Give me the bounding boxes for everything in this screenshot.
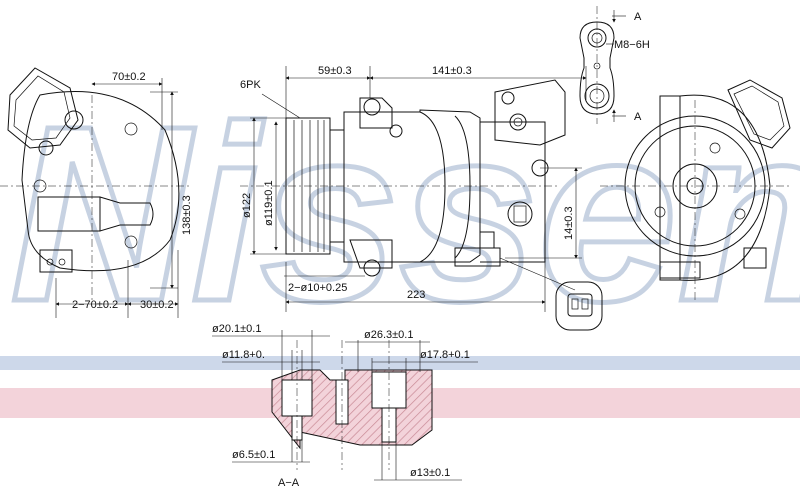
belt-label: 6PK bbox=[240, 79, 261, 91]
brand-watermark: Nissens bbox=[10, 74, 800, 353]
dim-122: ø122 bbox=[241, 193, 253, 218]
dim-6-5: ø6.5±0.1 bbox=[232, 449, 275, 461]
dim-223: 223 bbox=[407, 289, 425, 301]
section-mark-top: A bbox=[634, 11, 642, 23]
dim-2x70: 2−70±0.2 bbox=[72, 299, 118, 311]
section-mark-bottom: A bbox=[634, 111, 642, 123]
dim-70: 70±0.2 bbox=[112, 71, 146, 83]
dim-30: 30±0.2 bbox=[140, 299, 174, 311]
right-end-view bbox=[600, 79, 791, 300]
section-view: ø20.1±0.1 ø11.8+0. ø26.3±0.1 ø17.8+0.1 ø… bbox=[212, 323, 478, 489]
section-title: A−A bbox=[278, 477, 300, 489]
side-view: 59±0.3 141±0.3 6PK ø122 ø119±0.1 14±0.3 … bbox=[240, 65, 587, 312]
dim-59: 59±0.3 bbox=[318, 65, 352, 77]
dim-26-3: ø26.3±0.1 bbox=[364, 329, 413, 341]
dim-20-1: ø20.1±0.1 bbox=[212, 323, 261, 335]
dim-119: ø119±0.1 bbox=[263, 180, 275, 226]
dim-13: ø13±0.1 bbox=[410, 467, 450, 479]
dim-17-8: ø17.8+0.1 bbox=[420, 349, 470, 361]
dim-2x-hole: 2−ø10+0.25 bbox=[288, 282, 347, 294]
dim-11-8: ø11.8+0. bbox=[222, 349, 265, 361]
dim-14: 14±0.3 bbox=[563, 206, 575, 240]
thread-label: M8−6H bbox=[614, 39, 650, 51]
blue-band bbox=[0, 356, 800, 370]
dim-141: 141±0.3 bbox=[432, 65, 472, 77]
plug-detail bbox=[555, 281, 603, 331]
dim-138: 138±0.3 bbox=[181, 195, 193, 235]
left-end-view: 70±0.2 138±0.3 2−70±0.2 30±0.2 bbox=[0, 67, 193, 318]
flange-detail: A A M8−6H bbox=[579, 6, 650, 124]
